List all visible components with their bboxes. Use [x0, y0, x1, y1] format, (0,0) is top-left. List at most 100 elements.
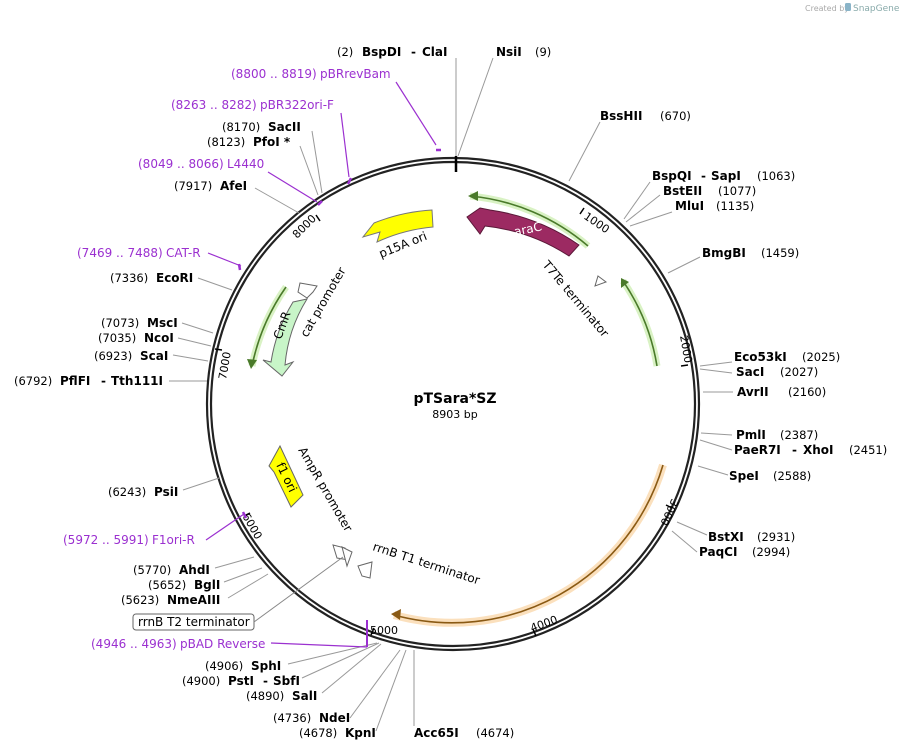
snapgene-logo-icon [845, 3, 851, 11]
psti-sbfi-sep: - [263, 674, 268, 688]
arac-gene [466, 207, 580, 257]
saci-name: SacI [736, 365, 764, 379]
sphi-name: SphI [251, 659, 281, 673]
bspdi-pos: (2) [337, 45, 353, 59]
kpni-pos: (4678) [299, 726, 337, 740]
plasmid-size: 8903 bp [432, 408, 477, 421]
saci-pos: (2027) [780, 365, 818, 379]
ahdi-name: AhdI [179, 563, 210, 577]
mlui-pos: (1135) [716, 199, 754, 213]
cat-promoter-arrow [297, 282, 318, 299]
scai-name: ScaI [140, 349, 168, 363]
spei-pos: (2588) [773, 469, 811, 483]
spei-name: SpeI [729, 469, 759, 483]
ncoi-pos: (7035) [98, 331, 136, 345]
pmli-name: PmlI [736, 428, 766, 442]
pbr322ori-range: (8263 .. 8282) [171, 98, 257, 112]
paqci-pos: (2994) [752, 545, 790, 559]
catr-name: CAT-R [166, 246, 201, 260]
bgli-pos: (5652) [148, 578, 186, 592]
afei-name: AfeI [220, 179, 247, 193]
avrii-pos: (2160) [788, 385, 826, 399]
pflfi-name: PflFI [60, 374, 90, 388]
l4440-name: L4440 [227, 157, 264, 171]
bstxi-pos: (2931) [757, 530, 795, 544]
bsshii-name: BssHII [600, 109, 642, 123]
ecori-name: EcoRI [156, 271, 193, 285]
afei-pos: (7917) [174, 179, 212, 193]
ecori-pos: (7336) [110, 271, 148, 285]
credit-brand: SnapGene [853, 4, 900, 14]
eco53ki-pos: (2025) [802, 350, 840, 364]
f1-ori [268, 444, 304, 508]
pmli-pos: (2387) [780, 428, 818, 442]
pbadrev-range: (4946 .. 4963) [91, 637, 177, 651]
bspqi-sapi-sep: - [701, 169, 706, 183]
nmeaiii-pos: (5623) [121, 593, 159, 607]
rrnb-t1-arrow [357, 561, 373, 579]
rrnb-t1-label: rrnB T1 terminator [371, 540, 482, 588]
pbadrev-name: pBAD Reverse [180, 637, 265, 651]
pflfi-pos: (6792) [14, 374, 52, 388]
bspdi-clai-sep: - [411, 45, 416, 59]
acc65i-name: Acc65I [414, 726, 459, 740]
nsii-name: NsiI [496, 45, 522, 59]
paer7i-xhoi-sep: - [792, 443, 797, 457]
pbrrevbam-range: (8800 .. 8819) [231, 67, 317, 81]
arac-label: araC [513, 219, 543, 239]
ndei-name: NdeI [319, 711, 350, 725]
pbr322ori-name: pBR322ori-F [260, 98, 334, 112]
primer-connectors [205, 81, 441, 648]
ncoi-name: NcoI [144, 331, 174, 345]
t7te-arrow [594, 275, 608, 287]
sapi-name: SapI [711, 169, 741, 183]
rrnb-t2-arrow [341, 546, 353, 568]
clai-name: ClaI [422, 45, 447, 59]
nsii-pos: (9) [535, 45, 551, 59]
nmeaiii-name: NmeAIII [167, 593, 220, 607]
pbrrevbam-name: pBRrevBam [320, 67, 391, 81]
ampr-promoter-label: AmpR promoter [295, 445, 355, 535]
paer7i-pos: (2451) [849, 443, 887, 457]
sacii-pos: (8170) [222, 120, 260, 134]
tth111i-name: Tth111I [111, 374, 163, 388]
f1orir-range: (5972 .. 5991) [63, 533, 149, 547]
bsteii-pos: (1077) [718, 184, 756, 198]
scai-pos: (6923) [94, 349, 132, 363]
tick-5000: 5000 [370, 624, 398, 637]
sacii-name: SacII [268, 120, 301, 134]
ahdi-pos: (5770) [133, 563, 171, 577]
tick-3000: 3000 [657, 497, 681, 528]
cmr-gene [262, 298, 309, 377]
bspdi-name: BspDI [362, 45, 401, 59]
sbfi-name: SbfI [273, 674, 300, 688]
mlui-name: MluI [675, 199, 704, 213]
paqci-name: PaqCI [699, 545, 737, 559]
psti-pos: (4900) [182, 674, 220, 688]
acc65i-pos: (4674) [476, 726, 514, 740]
bmgbi-name: BmgBI [702, 246, 746, 260]
ndei-pos: (4736) [273, 711, 311, 725]
p15a-ori [361, 209, 434, 243]
tick-2000: 2000 [677, 334, 695, 364]
rrnb-t2-connector [253, 556, 344, 623]
catr-range: (7469 .. 7488) [77, 246, 163, 260]
avrii-name: AvrII [737, 385, 769, 399]
bspqi-name: BspQI [652, 169, 692, 183]
bsshii-pos: (670) [660, 109, 691, 123]
bsteii-name: BstEII [663, 184, 702, 198]
kpni-name: KpnI [345, 726, 376, 740]
rrnb-t2-label: rrnB T2 terminator [138, 615, 250, 629]
bgli-name: BglI [194, 578, 220, 592]
pfoi-pos: (8123) [207, 135, 245, 149]
xhoi-name: XhoI [803, 443, 834, 457]
bmgbi-pos: (1459) [761, 246, 799, 260]
backbone [205, 156, 701, 652]
pfoi-name: PfoI * [253, 135, 291, 149]
psti-name: PstI [228, 674, 254, 688]
psii-pos: (6243) [108, 485, 146, 499]
msci-name: MscI [147, 316, 178, 330]
pflfi-tth-sep: - [101, 374, 106, 388]
bstxi-name: BstXI [708, 530, 744, 544]
